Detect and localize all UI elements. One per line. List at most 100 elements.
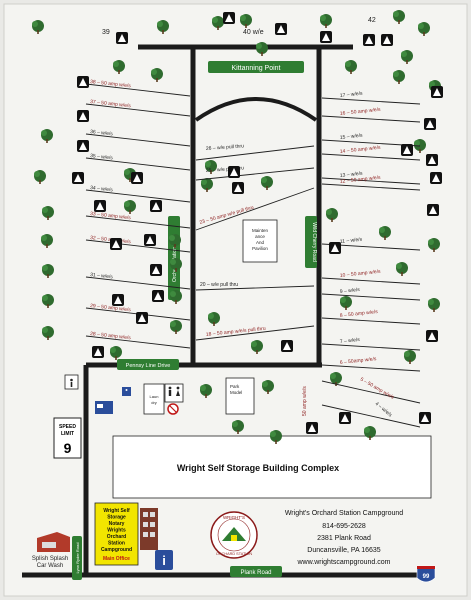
campsite-tent-icon[interactable] — [329, 242, 341, 254]
speed-line2: LIMIT — [61, 431, 74, 437]
logo-bottom-text: ORCHARD STATION — [216, 552, 252, 556]
right-site-6-label[interactable]: 11 – w/e/s — [340, 237, 363, 245]
campsite-tent-icon[interactable] — [92, 346, 104, 358]
right-site-14-label[interactable]: 50 amp w/e/s — [302, 386, 308, 416]
contact-phone: 814-695-2628 — [322, 523, 366, 530]
right-site-9-label[interactable]: 8 – 50 amp w/e/s — [340, 309, 379, 319]
laundry-building[interactable] — [143, 383, 165, 415]
right-site-10-line — [321, 343, 421, 351]
tree-icon — [169, 234, 181, 248]
campsite-tent-icon[interactable] — [426, 154, 438, 166]
office-line-3: Wrights — [107, 528, 126, 534]
left-site-3-label[interactable]: 35 – w/e/s — [90, 153, 114, 161]
tree-icon — [208, 312, 220, 326]
campsite-tent-icon[interactable] — [110, 238, 122, 250]
campsite-tent-icon[interactable] — [77, 140, 89, 152]
tree-icon — [42, 206, 54, 220]
right-site-4-label[interactable]: 13 – w/e/s — [340, 171, 364, 179]
center-site-0-label[interactable]: 26 – w/e pull thru — [206, 143, 245, 152]
speed-line1: SPEED — [59, 424, 76, 430]
right-site-10-label[interactable]: 7 – w/e/s — [340, 337, 361, 345]
center-site-3-label[interactable]: 20 – w/e pull thru — [200, 282, 238, 288]
right-site-9-line — [321, 317, 421, 325]
campsite-tent-icon[interactable] — [72, 172, 84, 184]
campsite-tent-icon[interactable] — [339, 412, 351, 424]
right-site-7-label[interactable]: 10 – 50 amp w/e/s — [340, 269, 382, 279]
contact-website[interactable]: www.wrightscampground.com — [297, 559, 391, 566]
campsite-tent-icon[interactable] — [430, 172, 442, 184]
accessible-icon — [122, 387, 131, 396]
campsite-tent-icon[interactable] — [77, 76, 89, 88]
campsite-tent-icon[interactable] — [94, 200, 106, 212]
campsite-tent-icon[interactable] — [131, 172, 143, 184]
maintenance-building[interactable] — [242, 219, 278, 263]
campsite-tent-icon[interactable] — [152, 290, 164, 302]
left-site-5-label[interactable]: 33 – 50 amp w/e/s — [90, 211, 132, 221]
maintenance-line2: ance — [255, 234, 265, 239]
tree-icon — [414, 139, 426, 153]
campsite-tent-icon[interactable] — [427, 204, 439, 216]
left-site-9-label[interactable]: 28 – 50 amp w/e/s — [90, 331, 132, 341]
tree-icon — [42, 326, 54, 340]
right-site-8-label[interactable]: 9 – w/e/s — [340, 287, 361, 295]
park-model-building[interactable] — [225, 377, 255, 415]
left-site-0-label[interactable]: 38 – 50 amp w/e/s — [90, 79, 132, 89]
campsite-tent-icon[interactable] — [275, 23, 287, 35]
campsite-tent-icon[interactable] — [401, 144, 413, 156]
left-site-8-label[interactable]: 29 – 50 amp w/e/s — [90, 303, 132, 313]
campsite-tent-icon[interactable] — [419, 412, 431, 424]
right-site-2-label[interactable]: 15 – w/e/s — [340, 133, 364, 141]
tree-icon — [364, 426, 376, 440]
campsite-tent-icon[interactable] — [77, 110, 89, 122]
campsite-tent-icon[interactable] — [426, 330, 438, 342]
tree-icon — [428, 238, 440, 252]
restroom-building[interactable] — [164, 383, 184, 403]
campsite-tent-icon[interactable] — [306, 422, 318, 434]
tree-icon — [251, 340, 263, 354]
campsite-tent-icon[interactable] — [281, 340, 293, 352]
campsite-tent-icon[interactable] — [112, 294, 124, 306]
right-site-0-label[interactable]: 17 – w/e/s — [340, 91, 364, 99]
orchard-station-label: Orchard Station Drive — [172, 234, 178, 282]
campsite-tent-icon[interactable] — [431, 86, 443, 98]
kittanning-point-sign — [208, 61, 304, 73]
left-site-1-label[interactable]: 37 – 50 amp w/e/s — [90, 99, 132, 109]
logo-tent-icon — [222, 527, 246, 541]
main-office[interactable]: Wright Self Storage Notary Wrights Orcha… — [94, 502, 173, 570]
lynn-ryder-sign — [72, 536, 82, 580]
center-site-1-label[interactable]: 25 – w/e pull thru — [206, 165, 245, 174]
right-site-1-label[interactable]: 16 – 50 amp w/e/s — [340, 107, 382, 117]
campsite-tent-icon[interactable] — [150, 200, 162, 212]
left-site-1-line — [85, 103, 191, 117]
site-42-label: 42 — [368, 17, 376, 24]
left-site-2-label[interactable]: 36 – w/e/s — [90, 129, 114, 137]
logo-top-text: WRIGHT'S — [223, 515, 245, 520]
loop-road[interactable] — [194, 97, 318, 122]
campsite-tent-icon[interactable] — [228, 166, 240, 178]
tree-icon — [393, 10, 405, 24]
office-line-0: Wright Self — [103, 508, 130, 514]
campsite-tent-icon[interactable] — [381, 34, 393, 46]
left-site-7-label[interactable]: 31 – w/e/s — [90, 272, 114, 280]
tree-icon — [401, 50, 413, 64]
campsite-tent-icon[interactable] — [116, 32, 128, 44]
right-site-11-line — [321, 364, 421, 372]
right-site-8-line — [321, 293, 421, 301]
campsite-tent-icon[interactable] — [150, 264, 162, 276]
campsite-tent-icon[interactable] — [320, 31, 332, 43]
campsite-tent-icon[interactable] — [144, 234, 156, 246]
campsite-tent-icon[interactable] — [223, 12, 235, 24]
campsite-tent-icon[interactable] — [363, 34, 375, 46]
right-site-11-label[interactable]: 6 – 50amp w/e/s — [340, 356, 378, 366]
contact-info: Wright's Orchard Station Campground 814-… — [285, 510, 403, 566]
right-site-5-label[interactable]: 12 – 50 amp w/e/s — [340, 175, 382, 185]
right-site-3-label[interactable]: 14 – 50 amp w/e/s — [340, 145, 382, 155]
left-site-4-label[interactable]: 34 – w/e/s — [90, 185, 114, 193]
tree-icon — [320, 14, 332, 28]
storage-complex-building[interactable] — [112, 435, 432, 499]
campsite-tent-icon[interactable] — [136, 312, 148, 324]
campsite-tent-icon[interactable] — [232, 182, 244, 194]
tree-icon — [170, 290, 182, 304]
campsite-tent-icon[interactable] — [424, 118, 436, 130]
